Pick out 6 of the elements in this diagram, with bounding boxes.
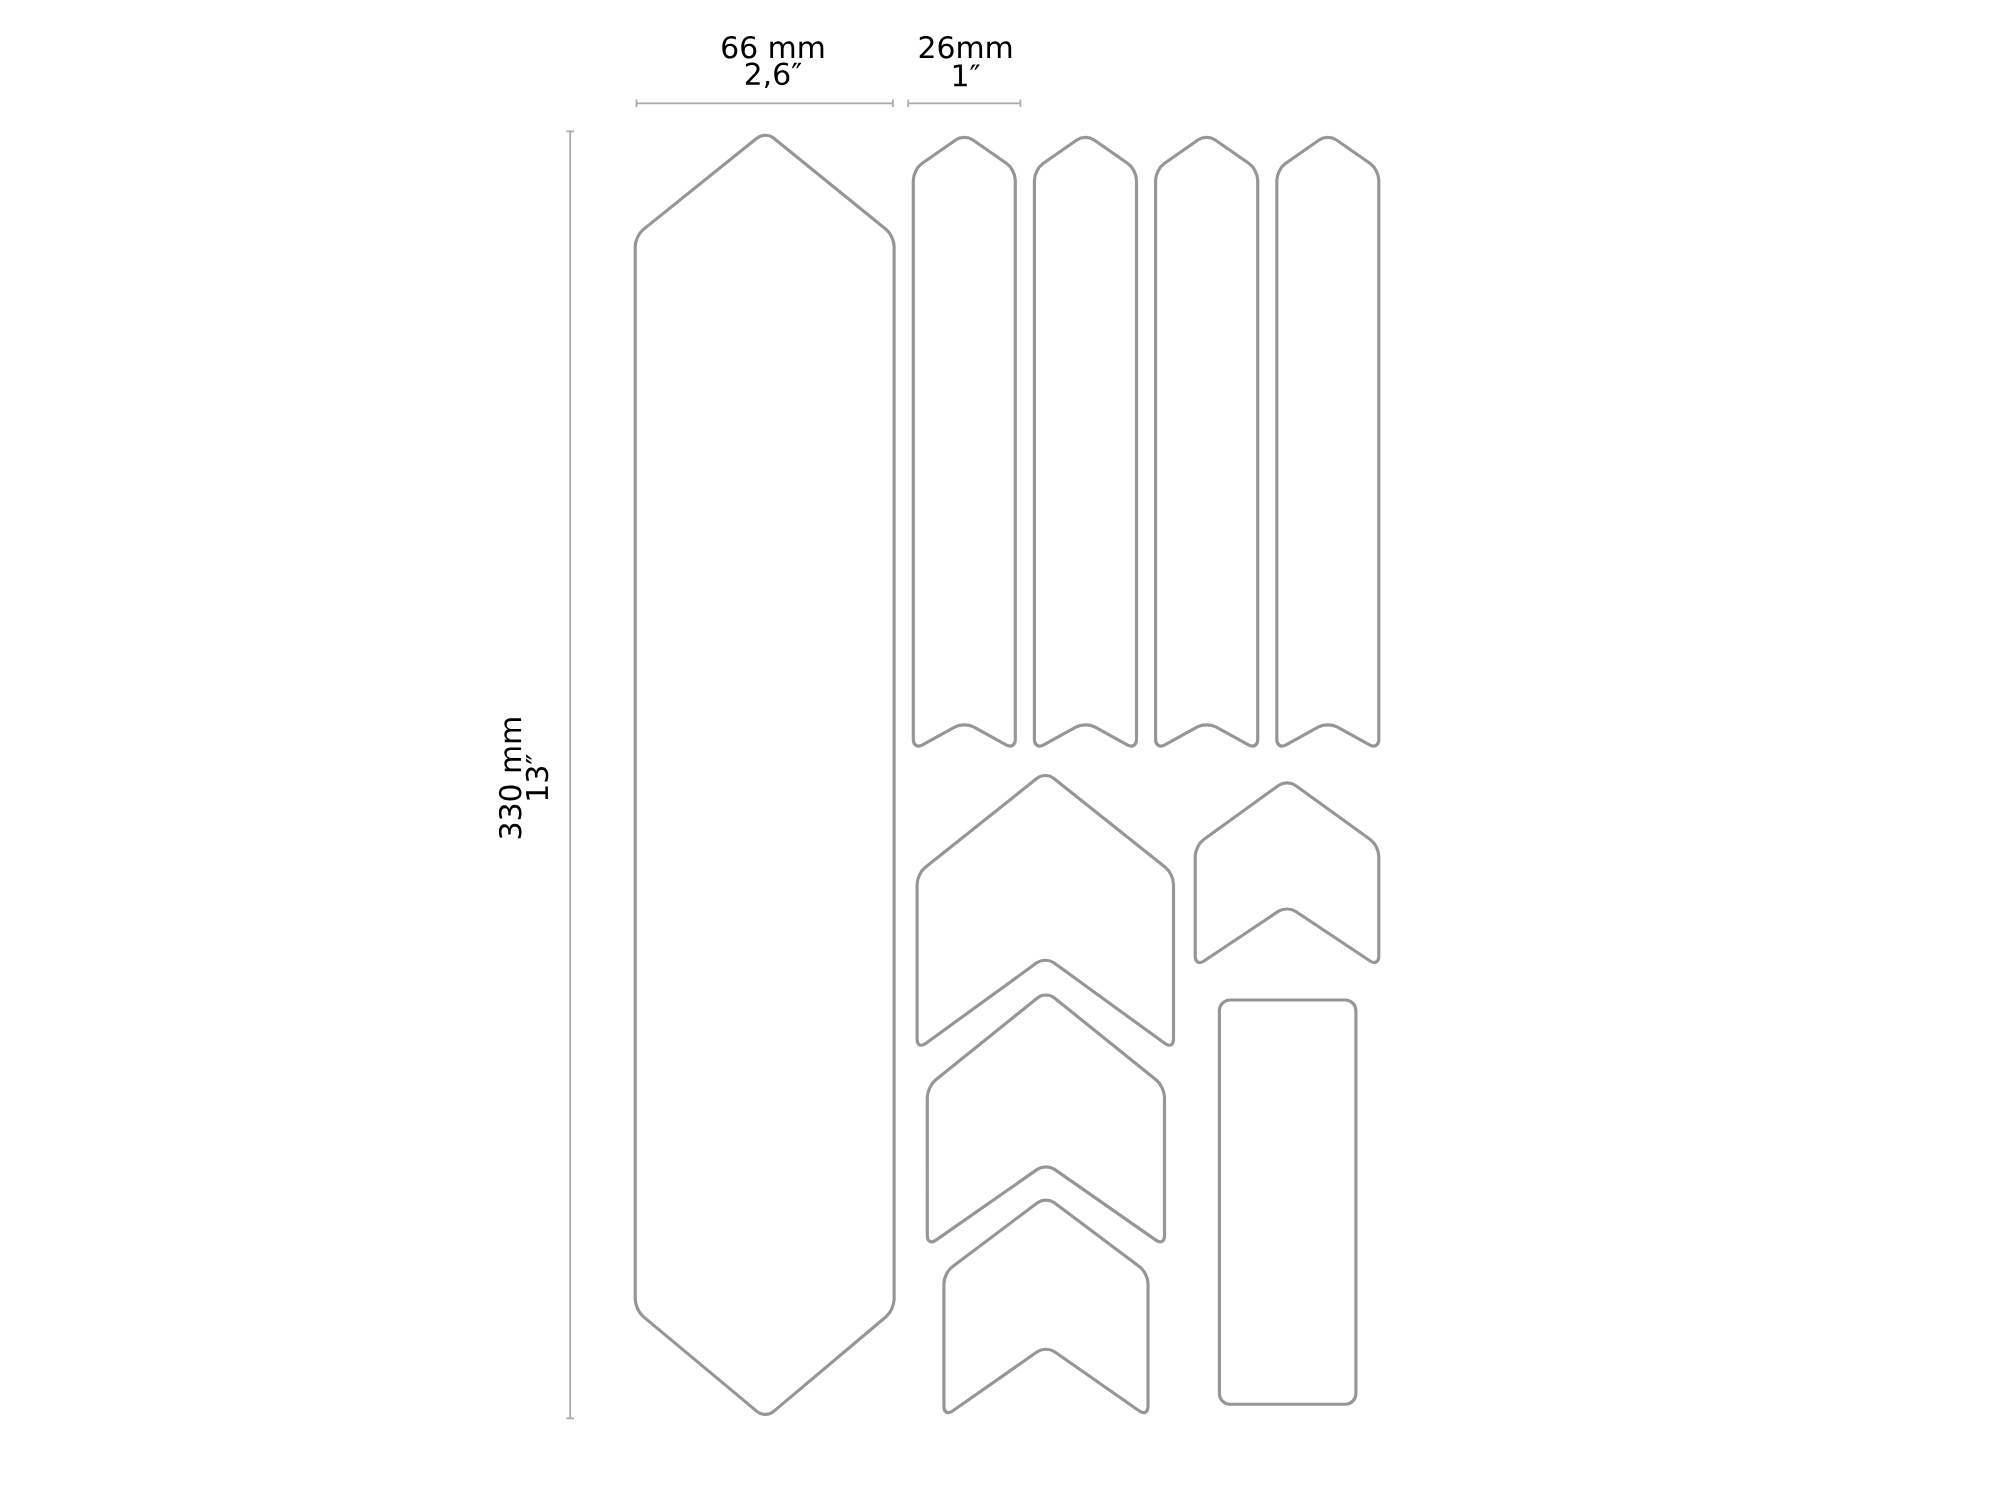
dimension-label: 26mm — [919, 35, 1012, 59]
dimension-label: 13″ — [525, 754, 549, 800]
dimension-label: 330 mm — [498, 718, 522, 839]
dimension-label: 2,6″ — [745, 62, 802, 89]
dimension-label: 1″ — [953, 64, 980, 87]
dimension-label: 66 mm — [722, 35, 824, 59]
